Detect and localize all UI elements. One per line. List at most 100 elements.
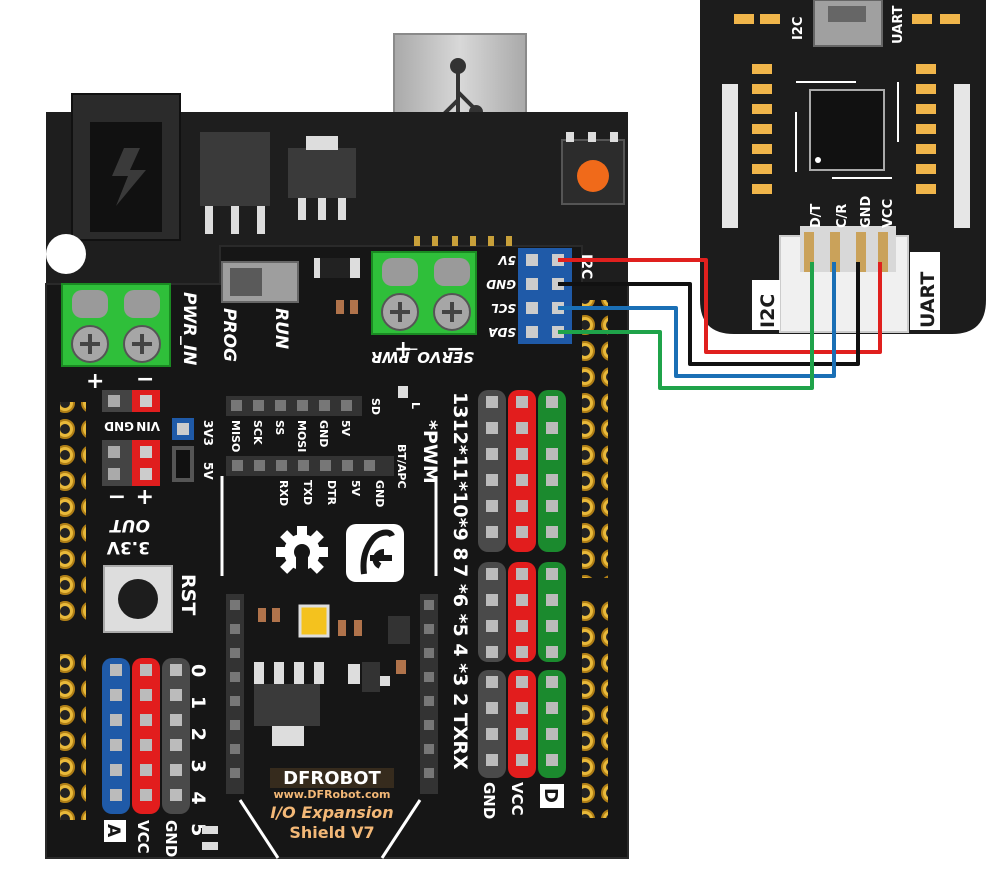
pin-square (170, 739, 182, 751)
smd-pad (940, 14, 960, 24)
pin-square (110, 764, 122, 776)
pin-square (486, 620, 498, 632)
digital-pins-label-2: 7 *6 *5 4 *3 2 TXRX (449, 564, 471, 770)
pin-square (110, 739, 122, 751)
btapc-label: BT/APC (395, 444, 408, 489)
brand-url: www.DFRobot.com (273, 788, 390, 801)
pin-square (486, 594, 498, 606)
left-header-holes-2 (60, 654, 86, 820)
pin-square (140, 664, 152, 676)
pin-square (486, 646, 498, 658)
pin-square (546, 474, 558, 486)
out-label: OUT (109, 515, 150, 535)
regulator-1 (200, 132, 270, 206)
pwm-label: *PWM (419, 420, 441, 484)
pin-square (110, 714, 122, 726)
pin-square (516, 526, 528, 538)
module-pin-cr: C/R (835, 204, 850, 228)
i2c-header (518, 248, 572, 344)
pin-square (170, 664, 182, 676)
d-block-label: D (540, 788, 561, 803)
vin-gnd-label: GND (104, 419, 134, 433)
smd-pad (916, 124, 936, 134)
pwr-in-plus-label: + (86, 369, 104, 394)
pin-square (516, 702, 528, 714)
shield-name-2: Shield V7 (289, 823, 374, 842)
pin-square (516, 396, 528, 408)
digital-pin-block-1 (478, 390, 566, 552)
pin-square (170, 764, 182, 776)
pin-square (546, 526, 558, 538)
pwr-in-label: PWR_IN (179, 292, 199, 365)
pin-square (486, 396, 498, 408)
prog-label: PROG (219, 308, 239, 362)
pin-square (110, 664, 122, 676)
smd-pad (916, 184, 936, 194)
smd-pad (752, 104, 772, 114)
module-pin-vcc: VCC (881, 199, 896, 228)
wire-sda (558, 262, 814, 390)
pin-square (516, 500, 528, 512)
mount-hole (46, 234, 86, 274)
digital-pin-block-2 (478, 562, 566, 662)
i2c-header-label: I2C (578, 254, 594, 279)
bt-5v: 5V (349, 480, 362, 497)
v33-out-label: 3.3V (106, 537, 150, 557)
smd-pad (916, 164, 936, 174)
smd-pad (760, 14, 780, 24)
d-vcc-label: VCC (508, 782, 526, 816)
v33-minus: − (108, 484, 126, 509)
smd-pad (752, 184, 772, 194)
pin-square (516, 594, 528, 606)
pin-square (486, 526, 498, 538)
pwr-in-minus-label: − (136, 367, 154, 392)
i2c-pin-scl: SCL (491, 301, 516, 315)
expansion-shield-board: + − PWR_IN PROG RUN SERVO_PWR + − (45, 33, 629, 859)
spi-ss: SS (273, 420, 286, 435)
sd-label: SD (369, 398, 382, 415)
pin-square (486, 568, 498, 580)
pin-square (140, 764, 152, 776)
bt-gnd: GND (373, 480, 386, 507)
pin-square (516, 474, 528, 486)
smd-pad (912, 14, 932, 24)
pin-square (546, 754, 558, 766)
smd-pad (734, 14, 754, 24)
left-header-holes-1 (60, 402, 86, 626)
pin-square (486, 754, 498, 766)
pin-square (516, 568, 528, 580)
pin-square (546, 702, 558, 714)
pin-square (170, 789, 182, 801)
bt-txd: TXD (301, 480, 314, 505)
servo-pwr-label: SERVO_PWR (371, 348, 474, 366)
pin-square (516, 448, 528, 460)
v5-label: 5V (201, 462, 215, 480)
gear-icon (276, 526, 328, 580)
sensor-module: I2C UART D/T C/R GND VCC I2C UART (700, 0, 986, 334)
smd-pad (916, 64, 936, 74)
wires (558, 258, 882, 390)
smd-pad (916, 144, 936, 154)
pin-square (516, 754, 528, 766)
wire-scl (558, 262, 836, 378)
smd-pad (752, 144, 772, 154)
spi-5v: 5V (339, 420, 352, 437)
spi-gnd: GND (317, 420, 330, 447)
smd-pad (752, 164, 772, 174)
servo-minus-label: − (446, 337, 464, 362)
pin-square (140, 739, 152, 751)
pin-square (546, 500, 558, 512)
pin-square (486, 422, 498, 434)
module-pin-gnd: GND (859, 195, 874, 228)
smd-pad (916, 104, 936, 114)
pin-square (110, 789, 122, 801)
i2c-pin-gnd: GND (486, 277, 516, 291)
brand-name: DFROBOT (283, 768, 381, 789)
bt-rxd: RXD (277, 480, 290, 506)
module-uart-bottom: UART (917, 272, 939, 328)
pin-square (546, 448, 558, 460)
pin-square (546, 646, 558, 658)
a-block-label: A (103, 824, 123, 838)
pin-square (140, 789, 152, 801)
